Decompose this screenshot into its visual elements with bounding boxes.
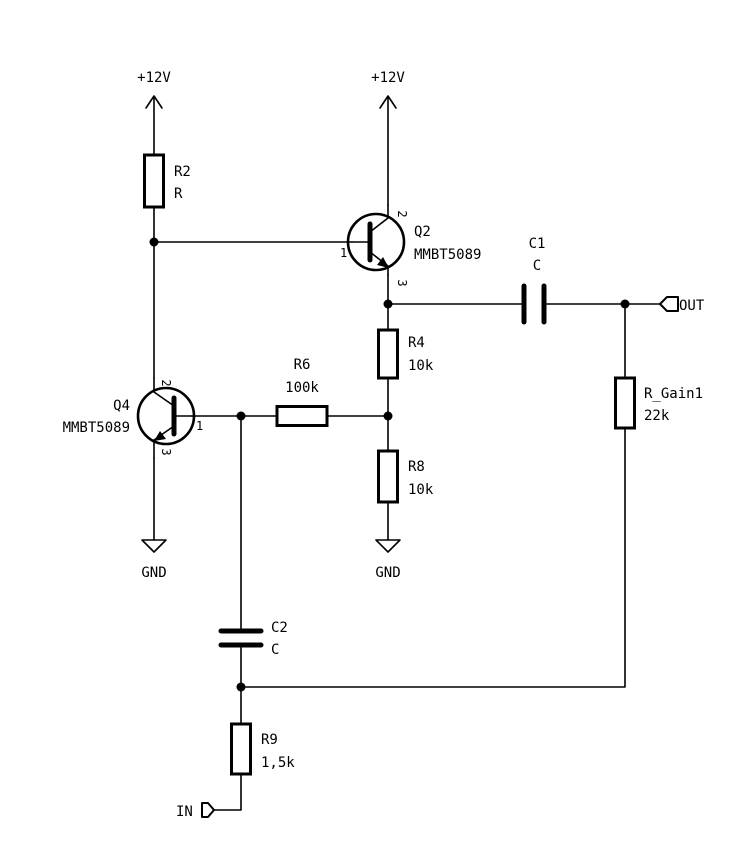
junction-dot: [383, 411, 393, 421]
pin-number: 2: [395, 210, 409, 217]
transistor-q4: 1 2 3 Q4 MMBT5089: [63, 377, 203, 459]
resistor-value: 100k: [285, 380, 319, 396]
vcc-arrow-icon: [145, 95, 163, 109]
resistor-value: 10k: [408, 482, 434, 498]
port-out: OUT: [659, 296, 705, 314]
resistor-ref: R6: [294, 357, 311, 373]
transistor-part: MMBT5089: [414, 247, 481, 263]
ground-symbol-right: GND: [375, 539, 401, 581]
capacitor-ref: C2: [271, 620, 288, 636]
junctions: [149, 237, 630, 692]
ground-symbol-left: GND: [141, 539, 167, 581]
emitter-arrow-icon: [377, 257, 389, 268]
vcc-label-left: +12V: [137, 70, 171, 86]
capacitor-value: C: [533, 258, 541, 274]
gnd-label-right: GND: [375, 565, 400, 581]
junction-dot: [383, 299, 393, 309]
port-in: IN: [176, 802, 215, 820]
pin-number: 3: [159, 448, 173, 455]
capacitor-c2: C2 C: [218, 620, 288, 658]
transistor-emitter-lead: [153, 425, 175, 459]
transistor-part: MMBT5089: [63, 420, 130, 436]
pin-number: 1: [340, 246, 347, 260]
resistor-value: R: [174, 186, 183, 202]
junction-dot: [149, 237, 159, 247]
capacitor-ref: C1: [529, 236, 546, 252]
resistor-r2: R2 R: [143, 153, 191, 209]
resistor-ref: R2: [174, 164, 191, 180]
resistor-body: [275, 405, 329, 427]
resistor-r8: R8 10k: [377, 449, 434, 504]
capacitor-value: C: [271, 642, 279, 658]
wire-r9-in: [213, 773, 242, 811]
resistor-ref: R8: [408, 459, 425, 475]
transistor-ref: Q2: [414, 224, 431, 240]
input-port-icon: [201, 802, 215, 818]
resistor-body: [614, 376, 636, 430]
gnd-label-left: GND: [141, 565, 166, 581]
vcc-arrow-icon: [379, 95, 397, 109]
resistor-value: 10k: [408, 358, 434, 374]
wire-feedback: [240, 427, 626, 688]
transistor-collector-lead: [369, 204, 389, 233]
ground-icon: [141, 539, 167, 553]
transistor-emitter-lead: [369, 251, 389, 276]
resistor-body: [377, 328, 399, 380]
ground-icon: [375, 539, 401, 553]
resistor-body: [143, 153, 165, 209]
vcc-label-right: +12V: [371, 70, 405, 86]
emitter-arrow-icon: [154, 431, 166, 441]
output-port-icon: [659, 296, 679, 312]
transistor-ref: Q4: [113, 398, 130, 414]
junction-dot: [236, 682, 246, 692]
resistor-body: [230, 722, 252, 776]
resistor-ref: R_Gain1: [644, 386, 703, 402]
resistor-r6: R6 100k: [275, 357, 329, 427]
power-symbol-left: +12V: [137, 70, 171, 109]
resistor-value: 22k: [644, 408, 670, 424]
pin-number: 1: [196, 419, 203, 433]
transistor-envelope: [346, 212, 406, 272]
wires: [153, 97, 661, 811]
resistor-r9: R9 1,5k: [230, 722, 295, 776]
junction-dot: [236, 411, 246, 421]
transistor-q2: 1 2 3 Q2 MMBT5089: [340, 204, 481, 287]
transistor-collector-lead: [153, 377, 175, 407]
pin-number: 2: [159, 379, 173, 386]
resistor-value: 1,5k: [261, 755, 295, 771]
resistor-r4: R4 10k: [377, 328, 434, 380]
transistor-envelope: [136, 386, 196, 446]
port-label-in: IN: [176, 804, 193, 820]
resistor-ref: R4: [408, 335, 425, 351]
resistor-body: [377, 449, 399, 504]
port-label-out: OUT: [679, 298, 705, 314]
pin-number: 3: [395, 279, 409, 286]
power-symbol-right: +12V: [371, 70, 405, 109]
resistor-r-gain1: R_Gain1 22k: [614, 376, 703, 430]
capacitor-c1: C1 C: [521, 236, 547, 325]
junction-dot: [620, 299, 630, 309]
resistor-ref: R9: [261, 732, 278, 748]
